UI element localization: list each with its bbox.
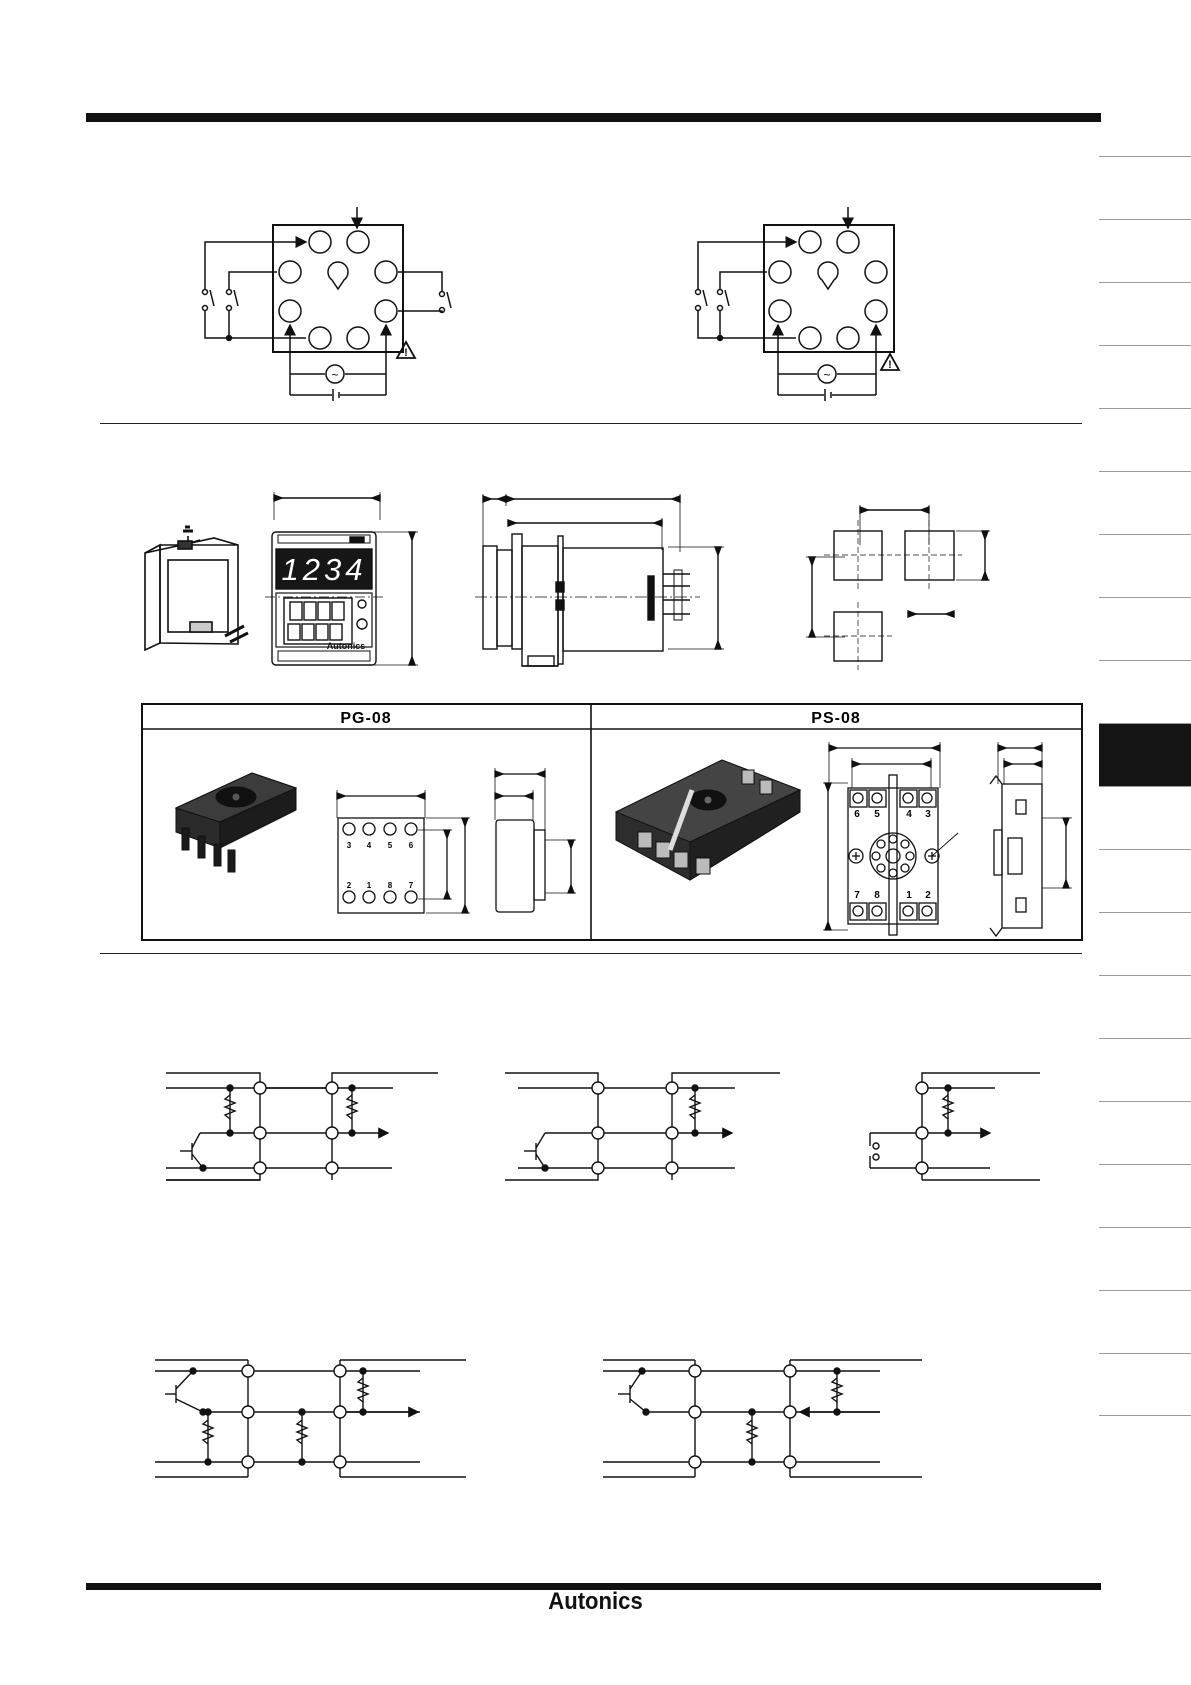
warning-icon: ! <box>404 347 408 359</box>
socket-label-ps08: PS-08 <box>811 710 860 727</box>
pg08-side-view <box>495 768 576 912</box>
ps08-terminal-label: 7 <box>854 890 860 901</box>
ps08-side-view <box>990 742 1072 936</box>
ps08-top-view <box>823 742 958 935</box>
ac-symbol-left: ~ <box>331 368 338 382</box>
socket-table <box>142 704 1082 940</box>
pg08-terminal-label: 5 <box>388 841 393 850</box>
pg08-terminal-label: 1 <box>367 881 372 890</box>
footer-logo: Autonics <box>48 1588 1144 1616</box>
connection-diagram-right <box>696 207 900 401</box>
input-circuit-5 <box>603 1360 922 1477</box>
input-circuit-2 <box>505 1073 780 1180</box>
pg08-top-view <box>337 790 470 913</box>
pg08-terminal-label: 7 <box>409 881 414 890</box>
ps08-terminal-label: 2 <box>925 890 931 901</box>
ps08-terminal-label: 3 <box>925 809 931 820</box>
ps08-terminal-label: 1 <box>906 890 912 901</box>
pg08-terminal-label: 4 <box>367 841 372 850</box>
warning-icon: ! <box>888 359 892 371</box>
pg08-terminal-label: 3 <box>347 841 352 850</box>
ps08-socket-photo <box>616 760 800 880</box>
pg08-terminal-label: 2 <box>347 881 352 890</box>
input-circuit-4 <box>155 1360 466 1477</box>
pg08-socket-photo <box>176 773 296 872</box>
pg08-terminal-label: 6 <box>409 841 414 850</box>
ps08-terminal-label: 5 <box>874 809 880 820</box>
mounting-bracket-drawing <box>145 527 248 650</box>
ps08-terminal-label: 6 <box>854 809 860 820</box>
side-view-drawing <box>475 494 724 666</box>
ac-symbol-right: ~ <box>823 368 830 382</box>
socket-label-pg08: PG-08 <box>340 710 391 727</box>
ps08-terminal-label: 4 <box>906 809 912 820</box>
connection-diagram-left <box>203 207 452 401</box>
ps08-terminal-label: 8 <box>874 890 880 901</box>
panel-cutout-drawing <box>806 505 990 670</box>
pg08-terminal-label: 8 <box>388 881 393 890</box>
input-circuit-3 <box>870 1073 1040 1180</box>
input-circuit-1 <box>166 1073 438 1180</box>
display-digits: 1234 <box>282 552 367 587</box>
front-brand-label: Autonics <box>327 641 366 651</box>
